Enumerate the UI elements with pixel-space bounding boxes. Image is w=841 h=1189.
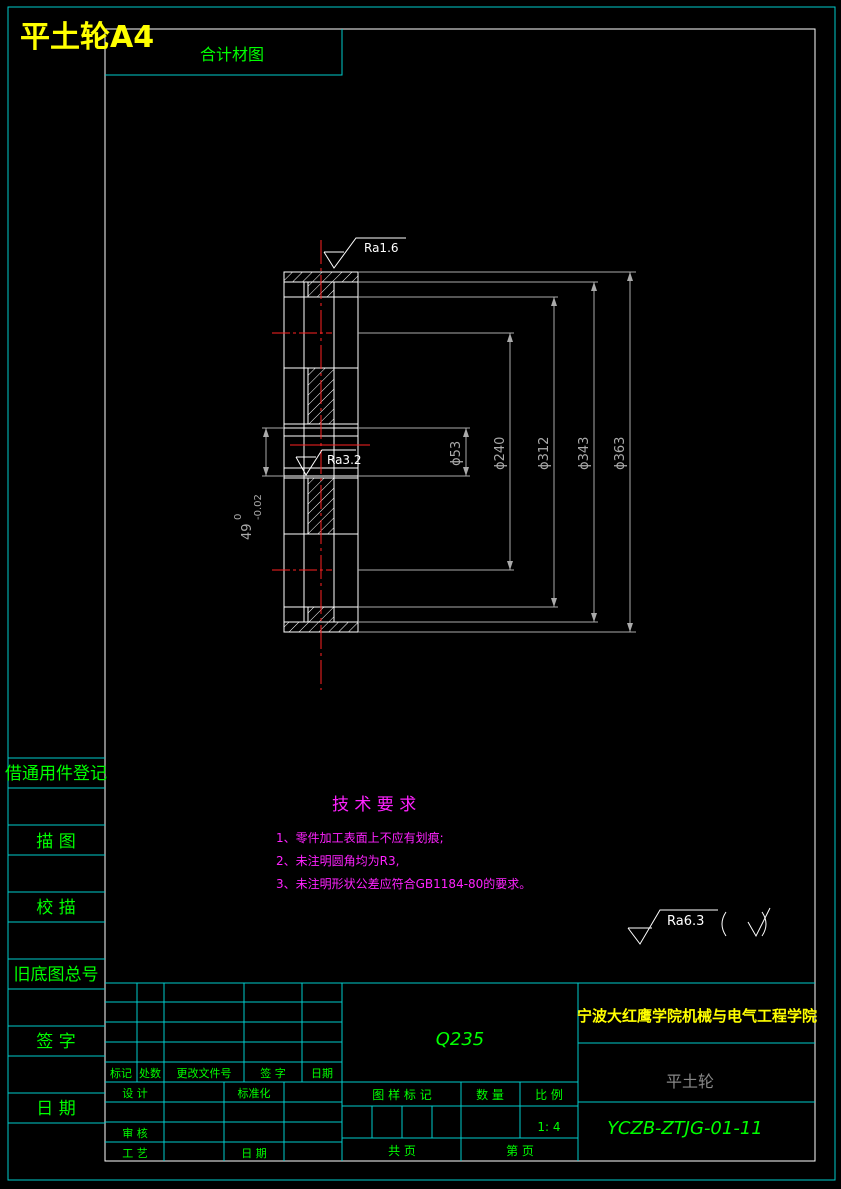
roughness-symbol-general [627, 907, 771, 945]
part-section-view [272, 240, 370, 690]
dim-width: 49 [240, 523, 255, 540]
title-box [105, 29, 343, 76]
tech-item-1: 1、零件加工表面上不应有划痕; [276, 830, 444, 845]
scale-value: 1: 4 [537, 1120, 560, 1134]
scale-label: 比 例 [535, 1088, 563, 1102]
roughness-bore-label: Ra3.2 [327, 453, 362, 467]
left-label-date: 日 期 [36, 1099, 75, 1119]
dimension-lines [262, 271, 636, 633]
page-no-label: 第 页 [506, 1144, 534, 1158]
rev-header-count: 处数 [139, 1067, 161, 1080]
rev-header-date: 日期 [311, 1067, 333, 1080]
roughness-symbol-top [323, 237, 406, 269]
sheet-subtitle: 合计材图 [200, 45, 264, 64]
stage-mark-label: 图 样 标 记 [372, 1087, 431, 1102]
dim-d53: ϕ53 [449, 441, 464, 466]
tech-item-3: 3、未注明形状公差应符合GB1184-80的要求。 [276, 876, 531, 891]
left-label-old-number: 旧底图总号 [14, 965, 99, 985]
left-label-sign: 签 字 [36, 1032, 75, 1052]
part-name: 平土轮 [666, 1072, 714, 1091]
dimension-arrows [263, 272, 633, 632]
rev-header-sign: 签 字 [260, 1066, 286, 1080]
dim-width-tol-lower: -0.02 [253, 494, 264, 520]
dim-d240: ϕ240 [493, 437, 508, 470]
dim-d363: ϕ363 [613, 437, 628, 470]
dim-width-tol-upper: 0 [233, 514, 244, 520]
left-label-check-trace: 校 描 [36, 898, 75, 918]
rev-header-file: 更改文件号 [177, 1066, 232, 1080]
review-label: 审 核 [122, 1126, 148, 1140]
standard-label: 标准化 [238, 1086, 271, 1100]
school-name: 宁波大红鹰学院机械与电气工程学院 [577, 1007, 817, 1025]
rev-header-mark: 标记 [110, 1066, 132, 1080]
title-block [105, 982, 815, 1161]
left-label-register: 借通用件登记 [5, 764, 107, 784]
material-label: Q235 [436, 1029, 485, 1050]
date-label: 日 期 [241, 1147, 267, 1160]
roughness-general-label: Ra6.3 [667, 914, 704, 929]
sheet-title: 平土轮A4 [20, 20, 154, 55]
drawing-number: YCZB-ZTJG-01-11 [607, 1118, 763, 1139]
total-pages-label: 共 页 [388, 1144, 416, 1158]
dim-d312: ϕ312 [537, 437, 552, 470]
left-panel [8, 757, 105, 1124]
roughness-top-label: Ra1.6 [364, 241, 399, 255]
left-label-trace: 描 图 [36, 832, 75, 852]
roughness-symbol-bore [295, 449, 356, 476]
tech-title: 技 术 要 求 [332, 795, 416, 815]
quantity-label: 数 量 [476, 1087, 504, 1102]
design-label: 设 计 [122, 1087, 148, 1100]
outer-border [7, 6, 836, 1181]
dim-d343: ϕ343 [577, 437, 592, 470]
tech-item-2: 2、未注明圆角均为R3, [276, 853, 399, 868]
process-label: 工 艺 [122, 1147, 148, 1160]
inner-frame [104, 28, 816, 1162]
